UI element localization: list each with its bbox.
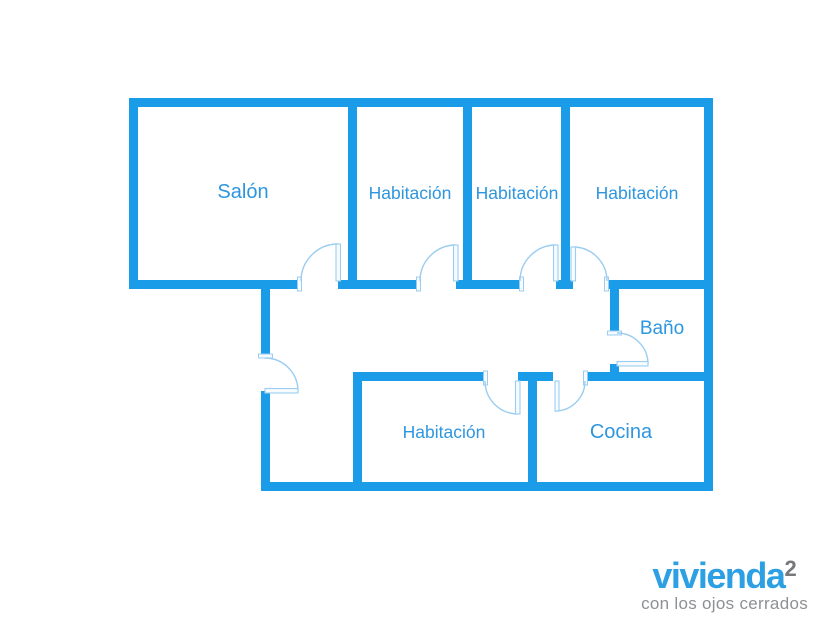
door-leaf-habitacion-3 bbox=[570, 246, 577, 282]
wall-hab4-left bbox=[353, 372, 362, 491]
room-label-habitacion-3: Habitación bbox=[595, 183, 679, 203]
wall-hall-left-upper bbox=[261, 280, 270, 356]
wall-bano-left-upper bbox=[610, 289, 619, 333]
wall-mid-segment-5 bbox=[607, 280, 713, 289]
wall-hall-left-lower bbox=[261, 391, 270, 491]
wall-mid-segment-3 bbox=[456, 280, 520, 289]
door-habitacion-1 bbox=[416, 244, 459, 292]
room-label-habitacion-4: Habitación bbox=[402, 422, 486, 442]
wall-exterior-right bbox=[704, 98, 713, 491]
wall-exterior-top bbox=[129, 98, 713, 107]
door-entrance bbox=[258, 353, 299, 394]
door-arc-habitacion-1 bbox=[419, 244, 457, 282]
door-jamb-salon bbox=[297, 276, 302, 292]
logo-superscript: 2 bbox=[784, 555, 797, 581]
wall-divider-salon-hab1 bbox=[348, 107, 357, 287]
door-arc-entrance bbox=[264, 357, 299, 392]
wall-exterior-left bbox=[129, 98, 138, 289]
logo-brand-line: vivienda2 bbox=[641, 554, 808, 596]
door-leaf-habitacion-1 bbox=[452, 244, 459, 282]
room-label-cocina: Cocina bbox=[589, 421, 653, 443]
door-habitacion-2 bbox=[519, 244, 559, 292]
door-jamb-habitacion-1 bbox=[416, 276, 421, 292]
door-habitacion-3 bbox=[570, 246, 609, 292]
wall-mid-segment-2 bbox=[338, 280, 417, 289]
door-leaf-bano bbox=[616, 360, 649, 367]
door-arc-salon bbox=[300, 243, 339, 282]
door-leaf-habitacion-4 bbox=[514, 380, 521, 415]
wall-exterior-bottom bbox=[261, 482, 713, 491]
room-label-salon: Salón bbox=[217, 181, 269, 203]
room-label-bano: Baño bbox=[639, 318, 685, 339]
wall-mid-segment-1 bbox=[129, 280, 298, 289]
wall-divider-hab2-hab3 bbox=[561, 107, 570, 287]
wall-divider-hab4-cocina bbox=[528, 372, 537, 491]
logo-tagline: con los ojos cerrados bbox=[641, 593, 808, 613]
room-label-habitacion-1: Habitación bbox=[368, 183, 452, 203]
door-arc-habitacion-4 bbox=[484, 380, 519, 415]
wall-divider-hab1-hab2 bbox=[463, 107, 472, 287]
wall-lower-segment-1 bbox=[353, 372, 485, 381]
door-cocina bbox=[554, 370, 588, 412]
door-salon bbox=[297, 243, 342, 292]
door-arc-cocina bbox=[554, 380, 586, 412]
wall-lower-segment-3 bbox=[585, 372, 713, 381]
door-arc-habitacion-3 bbox=[572, 246, 608, 282]
door-leaf-cocina bbox=[554, 380, 560, 412]
logo-brand-text: vivienda bbox=[652, 554, 786, 596]
vivienda-logo: vivienda2 con los ojos cerrados bbox=[641, 554, 808, 614]
room-label-habitacion-2: Habitación bbox=[475, 183, 559, 203]
door-jamb-habitacion-2 bbox=[519, 276, 524, 292]
door-leaf-habitacion-2 bbox=[552, 244, 559, 282]
door-habitacion-4 bbox=[483, 370, 521, 415]
door-leaf-salon bbox=[335, 243, 342, 282]
door-arc-habitacion-2 bbox=[519, 244, 557, 282]
